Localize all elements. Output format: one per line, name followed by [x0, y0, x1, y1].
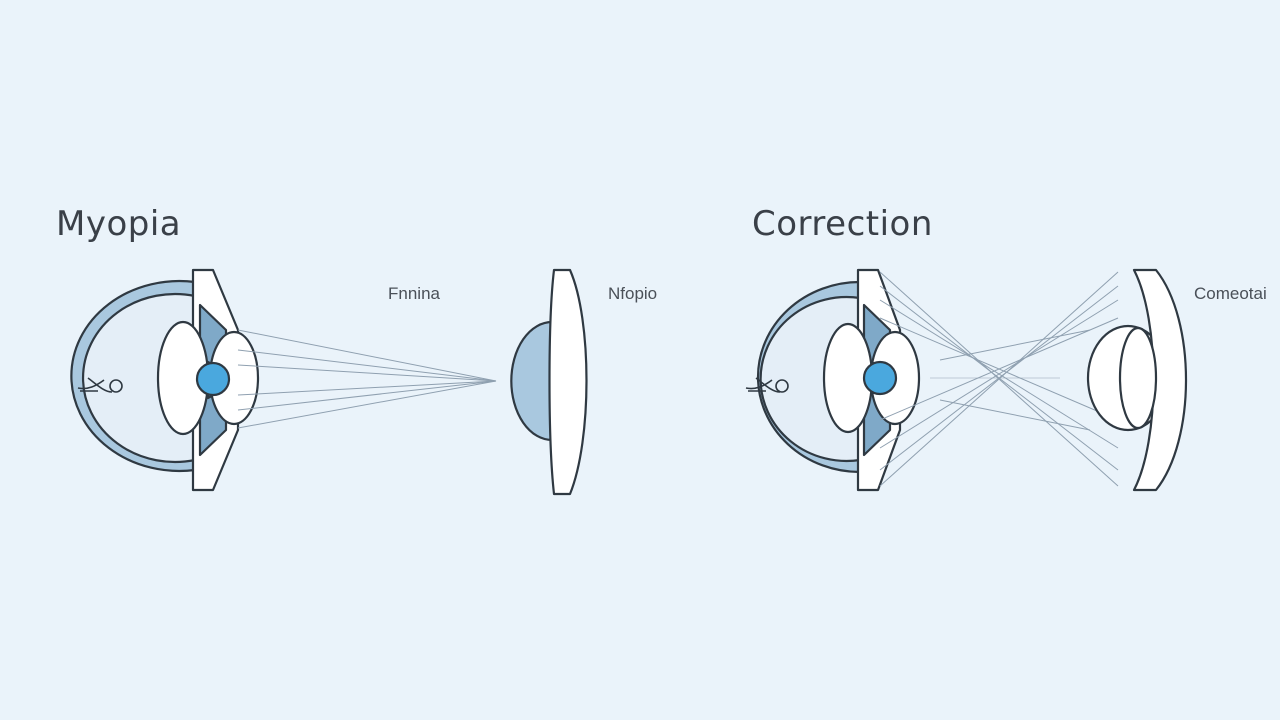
left-lens-icon [510, 268, 588, 496]
left-light-rays [237, 329, 497, 429]
right-optic-nerve-icon [745, 377, 789, 393]
left-eye-icon [70, 268, 260, 492]
left-lens-blue-dome [510, 320, 554, 442]
myopia-title: Myopia [56, 204, 182, 244]
left-optic-nerve-icon [77, 377, 123, 393]
left-lens-body [548, 268, 588, 496]
right-eye-icon [756, 268, 921, 492]
right-lens-icon [1086, 268, 1188, 492]
right-lens-body [1132, 268, 1188, 492]
retina-label: Fnnina [388, 284, 440, 303]
correction-lens-label: Comeotai [1194, 284, 1267, 303]
right-light-rays [879, 271, 1119, 487]
myopia-lens-label: Nfopio [608, 284, 658, 303]
correction-title: Correction [752, 204, 933, 244]
